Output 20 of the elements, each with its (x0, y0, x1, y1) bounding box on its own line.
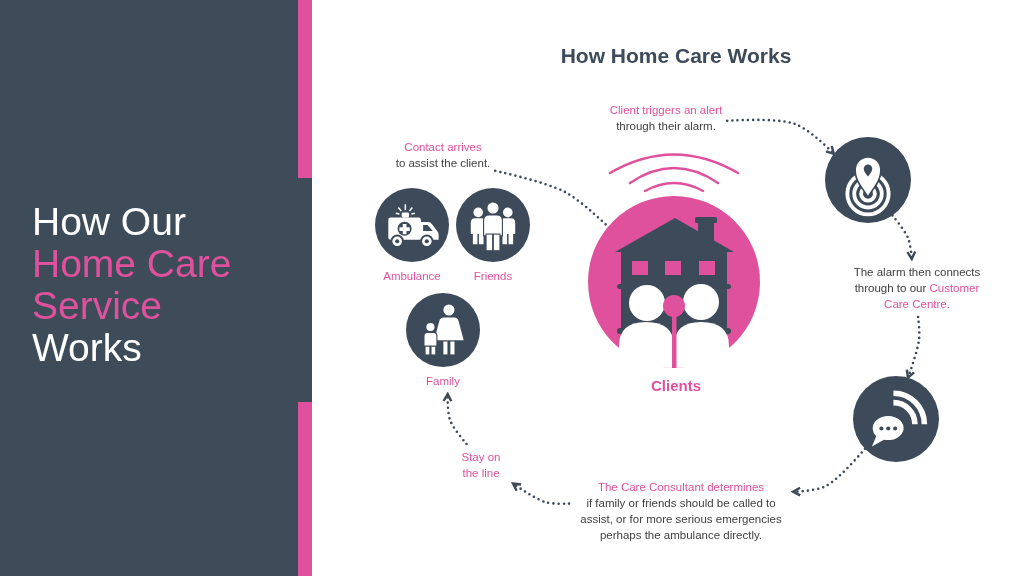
dotted-arrow (725, 118, 836, 156)
clients-caption: Clients (651, 376, 701, 396)
step-heading: Client triggers an alert (609, 103, 723, 118)
step-text: through their alarm. (616, 119, 716, 134)
dotted-arrow (891, 214, 917, 261)
icon-caption: Ambulance (383, 269, 441, 284)
dotted-arrow (791, 447, 867, 497)
dotted-arrow (905, 315, 921, 379)
step-heading: Contact arrives (404, 140, 482, 155)
icon-caption: Family (426, 374, 460, 389)
step-text: to assist the client. (395, 156, 491, 171)
dotted-arrow (511, 482, 571, 506)
panel-heading: How Our Home Care Service Works (32, 201, 233, 369)
step-text: The alarm then connects through to our Customer Care Centre. (852, 265, 982, 312)
step-heading: The Care Consultant determines (597, 480, 765, 495)
icon-caption: Friends (473, 269, 513, 284)
diagram-title: How Home Care Works (560, 43, 792, 69)
step-heading: Stay on the line (460, 450, 502, 481)
dotted-arrow (442, 392, 468, 446)
step-text: if family or friends should be called to assist, or for more serious emergencies perhaps the ambulance directly. (579, 496, 783, 543)
